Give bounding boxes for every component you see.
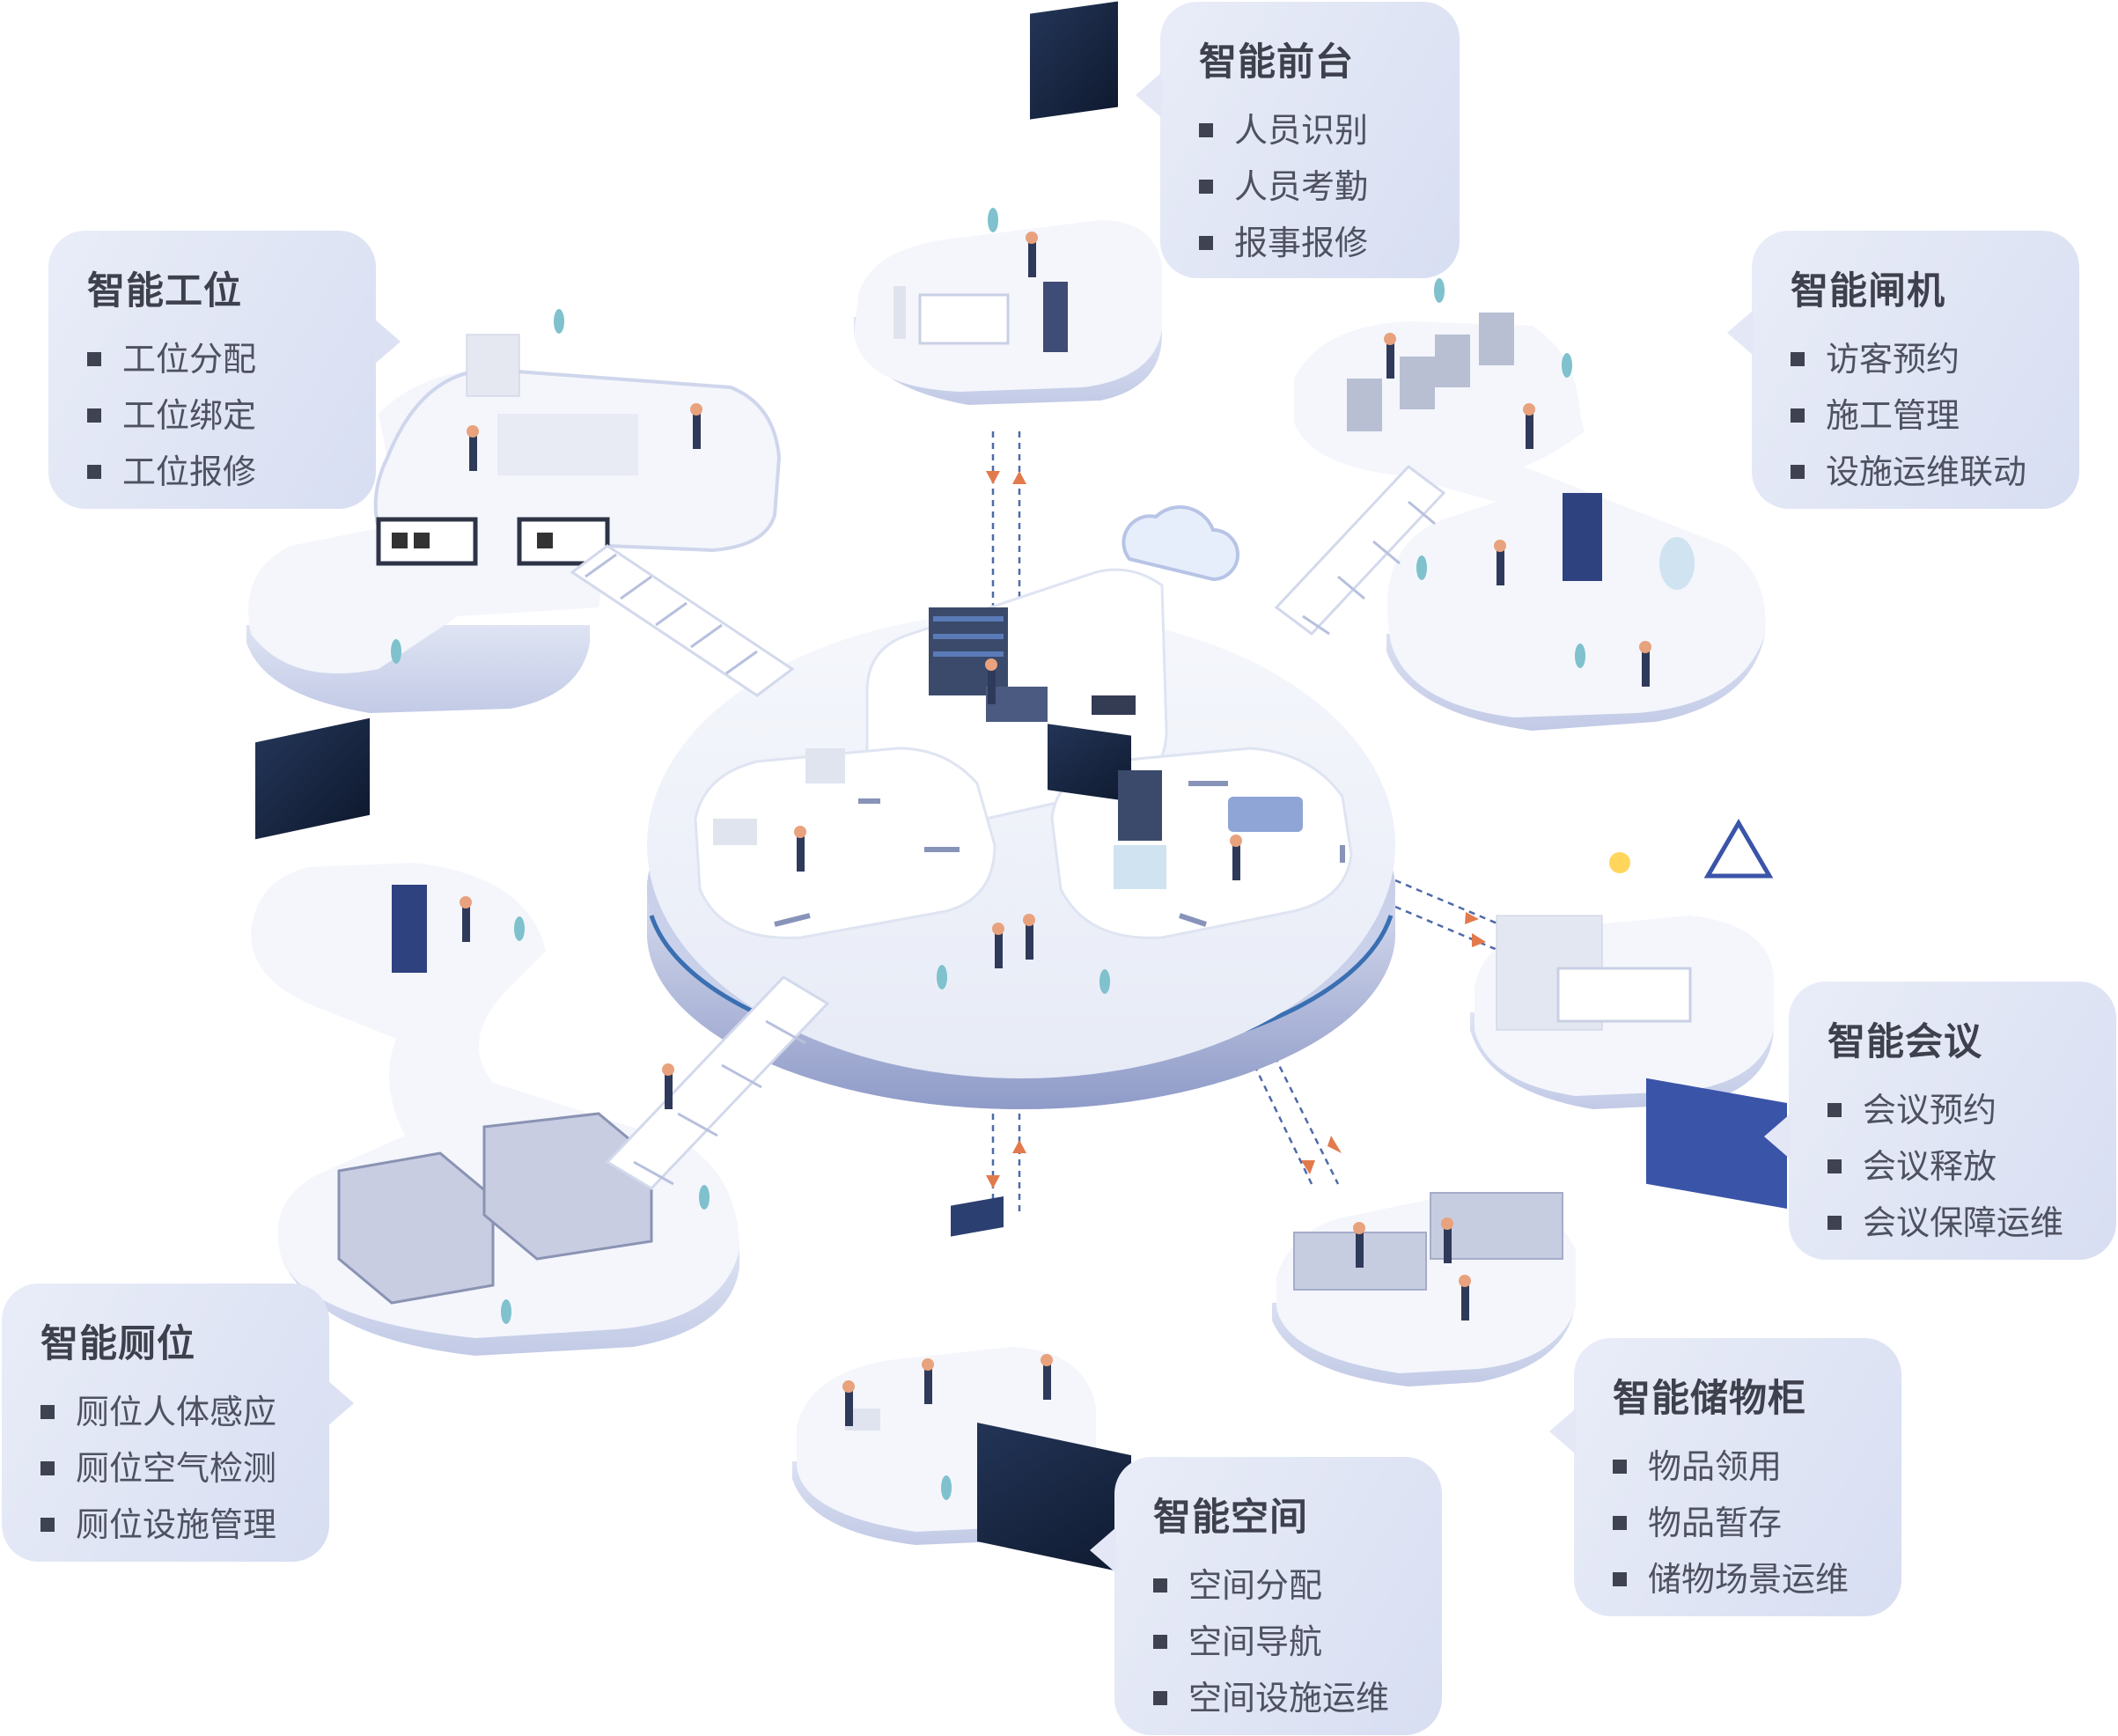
callout-reception: 智能前台 人员识别 人员考勤 报事报修 <box>1136 2 1460 278</box>
list-item: 储物场景运维 <box>1613 1551 1863 1607</box>
bullet-square-icon <box>1828 1159 1842 1173</box>
connector-locker-b <box>1273 1056 1340 1185</box>
central-platform <box>647 568 1395 1109</box>
platform-workstation <box>246 334 782 713</box>
list-item: 会议预约 <box>1828 1082 2078 1138</box>
bullet-square-icon <box>1613 1460 1627 1474</box>
callout-workstation: 智能工位 工位分配 工位绑定 工位报修 <box>48 231 401 509</box>
bullet-square-icon <box>1199 236 1213 250</box>
callout-space: 智能空间 空间分配 空间导航 空间设施运维 <box>1090 1457 1442 1735</box>
bullet-square-icon <box>87 352 101 366</box>
connector-arrowheads <box>986 471 1486 1188</box>
callout-restroom: 智能厕位 厕位人体感应 厕位空气检测 厕位设施管理 <box>2 1284 354 1562</box>
list-item: 厕位空气检测 <box>40 1440 290 1497</box>
list-item: 工位报修 <box>87 444 337 500</box>
bullet-square-icon <box>1153 1578 1167 1593</box>
list-item: 空间导航 <box>1153 1614 1403 1670</box>
connector-locker-a <box>1253 1064 1313 1185</box>
list-item: 人员识别 <box>1199 102 1421 158</box>
callout-title: 智能会议 <box>1828 1020 1982 1064</box>
bullet-square-icon <box>40 1518 55 1532</box>
pointer-icon <box>1727 310 1754 356</box>
connector-meeting-a <box>1394 879 1511 931</box>
platform-gate <box>1294 313 1766 731</box>
callout-title: 智能工位 <box>87 269 242 313</box>
pointer-icon <box>1764 1114 1791 1159</box>
list-item: 工位绑定 <box>87 387 337 444</box>
pointer-icon <box>1090 1527 1116 1573</box>
bullet-square-icon <box>1199 123 1213 137</box>
platform-meeting <box>1470 819 1787 1209</box>
list-item: 人员考勤 <box>1199 158 1421 215</box>
cloud-icon <box>1122 505 1239 582</box>
stairs <box>570 464 1446 1190</box>
list-item: 空间设施运维 <box>1153 1670 1403 1726</box>
list-item: 厕位设施管理 <box>40 1497 290 1553</box>
pointer-icon <box>374 319 401 364</box>
list-item: 施工管理 <box>1791 387 2041 444</box>
pointer-icon <box>327 1380 354 1426</box>
pointer-icon <box>1549 1409 1576 1454</box>
pointer-icon <box>1136 72 1162 118</box>
list-item: 会议释放 <box>1828 1138 2078 1195</box>
list-item: 物品暂存 <box>1613 1495 1863 1551</box>
bullet-square-icon <box>1153 1691 1167 1705</box>
bullet-square-icon <box>40 1405 55 1419</box>
connector-meeting-b <box>1394 905 1511 957</box>
callout-locker: 智能储物柜 物品领用 物品暂存 储物场景运维 <box>1549 1338 1901 1616</box>
list-item: 厕位人体感应 <box>40 1384 290 1440</box>
bullet-square-icon <box>1828 1216 1842 1230</box>
bullet-square-icon <box>1791 465 1805 479</box>
list-item: 空间分配 <box>1153 1557 1403 1614</box>
list-item: 访客预约 <box>1791 331 2041 387</box>
list-item: 物品领用 <box>1613 1438 1863 1495</box>
callout-title: 智能厕位 <box>40 1322 195 1366</box>
bullet-square-icon <box>1828 1103 1842 1117</box>
list-item: 报事报修 <box>1199 215 1421 271</box>
callout-title: 智能前台 <box>1199 40 1354 85</box>
platform-locker <box>1272 1192 1576 1387</box>
stair-treads <box>585 500 1436 1186</box>
list-item: 设施运维联动 <box>1791 444 2041 500</box>
callout-gate: 智能闸机 访客预约 施工管理 设施运维联动 <box>1727 231 2079 509</box>
bullet-square-icon <box>1153 1635 1167 1649</box>
callout-meeting: 智能会议 会议预约 会议释放 会议保障运维 <box>1764 982 2116 1260</box>
list-item: 工位分配 <box>87 331 337 387</box>
trees <box>391 208 1585 1500</box>
bullet-square-icon <box>1199 180 1213 194</box>
connectors <box>991 431 1511 1215</box>
callout-title: 智能空间 <box>1153 1496 1308 1540</box>
platform-reception <box>854 1 1162 405</box>
callout-title: 智能闸机 <box>1791 269 1945 313</box>
bullet-square-icon <box>87 408 101 423</box>
bullet-square-icon <box>1613 1572 1627 1586</box>
bullet-square-icon <box>1791 408 1805 423</box>
platform-restroom <box>251 717 739 1356</box>
bullet-square-icon <box>1791 352 1805 366</box>
people <box>460 232 1651 1426</box>
callout-title: 智能储物柜 <box>1613 1377 1806 1421</box>
bullet-square-icon <box>1613 1516 1627 1530</box>
bullet-square-icon <box>87 465 101 479</box>
bullet-square-icon <box>40 1461 55 1475</box>
list-item: 会议保障运维 <box>1828 1195 2078 1251</box>
